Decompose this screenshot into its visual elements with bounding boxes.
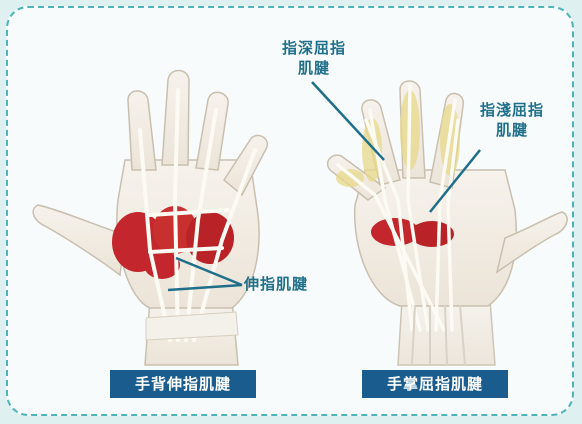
left-hand-dorsal — [33, 70, 267, 365]
label-fds-line2: 肌腱 — [470, 120, 554, 140]
label-fds-line1: 指淺屈指 — [470, 100, 554, 120]
caption-dorsal: 手背伸指肌腱 — [110, 370, 256, 398]
label-extensor-tendon: 伸指肌腱 — [244, 274, 330, 294]
label-flexor-digitorum-superficialis: 指淺屈指 肌腱 — [470, 100, 554, 140]
caption-palmar: 手掌屈指肌腱 — [362, 370, 508, 398]
label-flexor-digitorum-profundus: 指深屈指 肌腱 — [272, 38, 356, 78]
label-fdp-line2: 肌腱 — [272, 58, 356, 78]
left-thumb — [33, 205, 125, 275]
label-fdp-line1: 指深屈指 — [272, 38, 356, 58]
